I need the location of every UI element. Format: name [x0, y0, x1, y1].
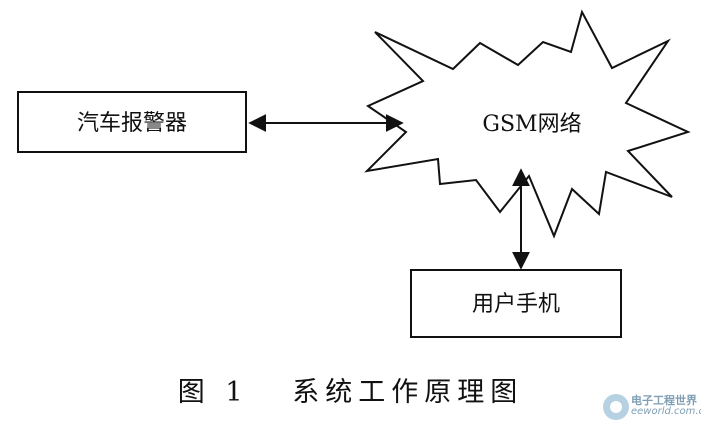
user-phone-node: 用户手机 — [410, 269, 622, 338]
figure-caption: 图 1 系统工作原理图 — [177, 377, 524, 408]
car-alarm-label: 汽车报警器 — [77, 111, 187, 136]
user-phone-label: 用户手机 — [472, 292, 560, 317]
eeworld-logo-icon — [603, 394, 629, 420]
gsm-network-label: GSM网络 — [482, 112, 581, 137]
watermark-domain: eeworld.com.cn — [631, 406, 701, 417]
gsm-network-node: GSM网络 — [364, 9, 691, 239]
gsm-burst-shape — [364, 9, 691, 239]
watermark-name: 电子工程世界 — [631, 394, 697, 407]
watermark: 电子工程世界 eeworld.com.cn — [603, 390, 701, 424]
car-alarm-node: 汽车报警器 — [17, 91, 247, 153]
